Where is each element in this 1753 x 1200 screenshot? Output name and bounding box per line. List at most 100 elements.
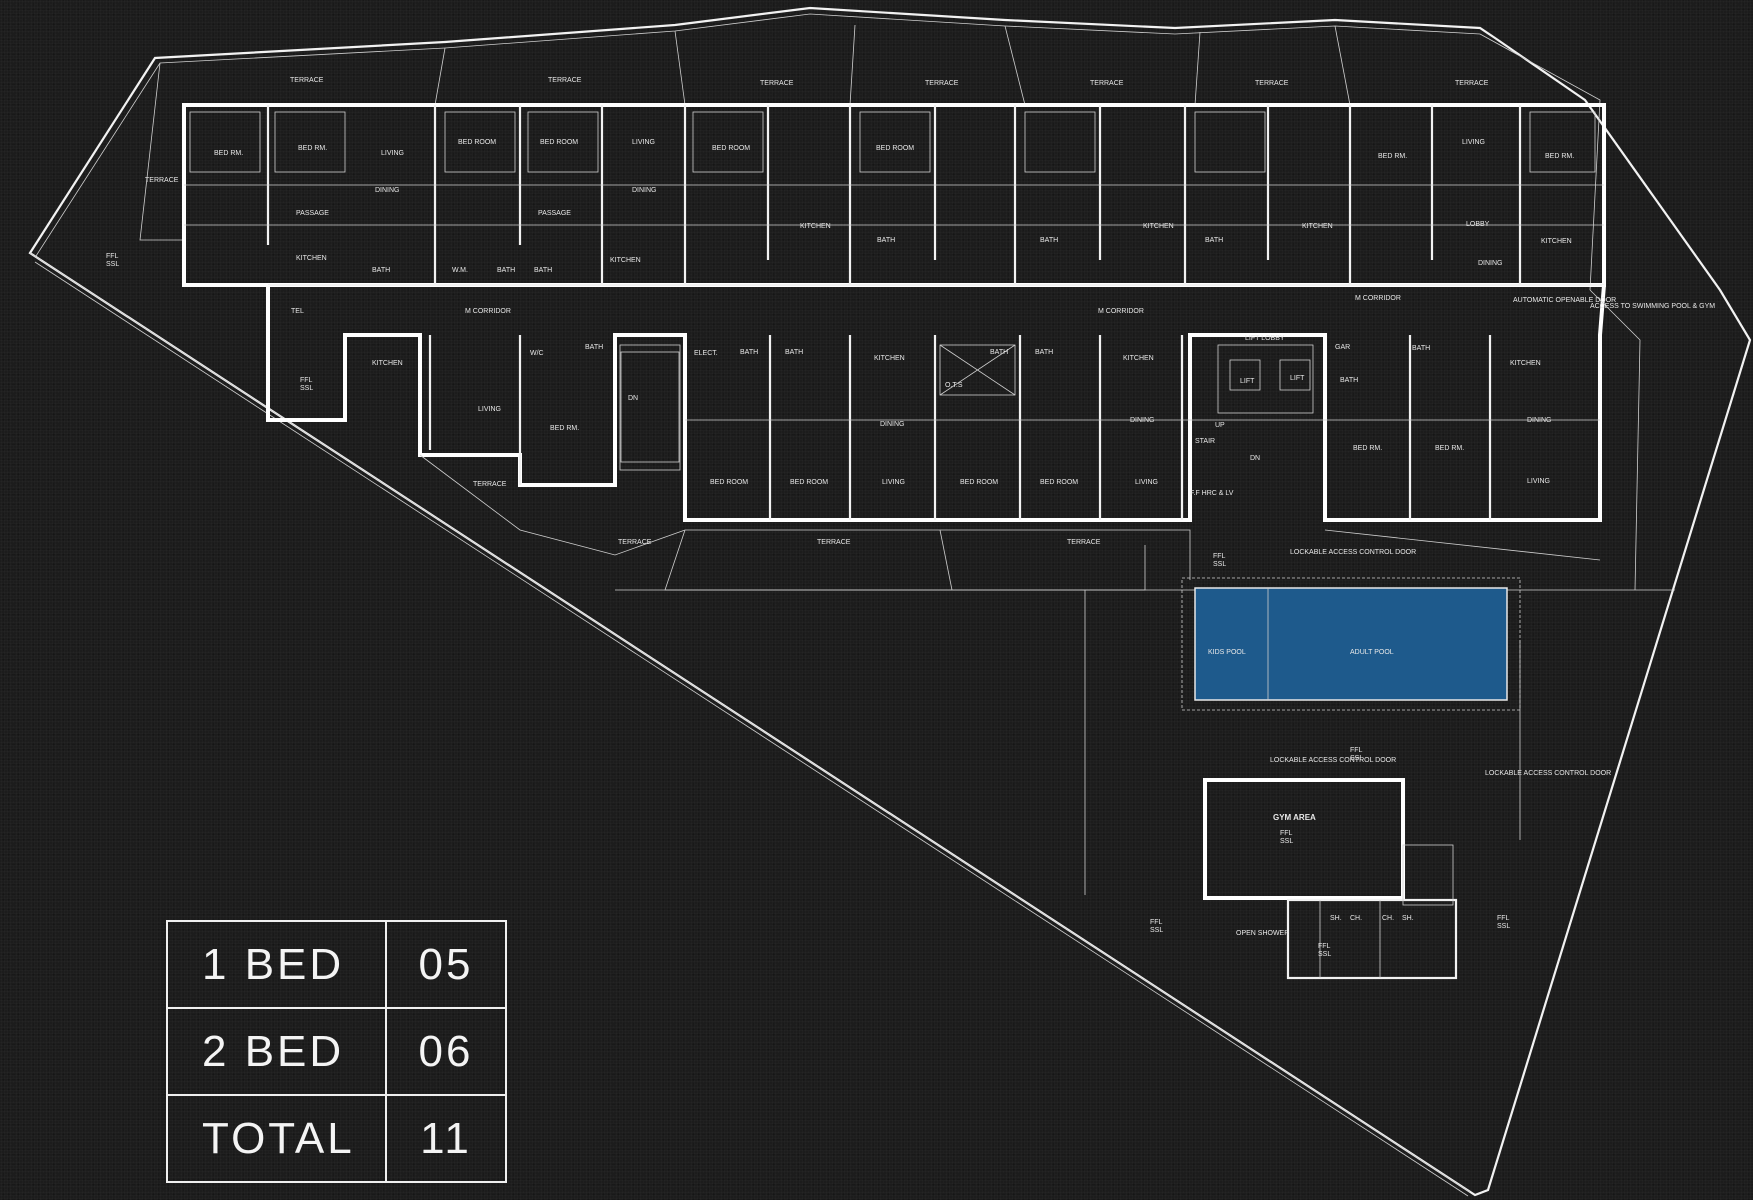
room-label: LIFT <box>1240 378 1255 385</box>
unit-total-label: TOTAL <box>166 1094 387 1183</box>
open-shower-label: OPEN SHOWER <box>1236 930 1289 937</box>
terrace-label: TERRACE <box>817 539 851 546</box>
room-label: KITCHEN <box>1541 238 1572 245</box>
room-label: BED ROOM <box>458 139 496 146</box>
room-label: LIFT LOBBY <box>1245 335 1285 342</box>
adult-pool-label: ADULT POOL <box>1350 649 1394 656</box>
terrace-label: TERRACE <box>1255 80 1289 87</box>
room-label: STAIR <box>1195 438 1215 445</box>
room-label: KITCHEN <box>1143 223 1174 230</box>
annotations: AUTOMATIC OPENABLE DOOR ACCESS TO SWIMMI… <box>106 253 1715 958</box>
room-label: KITCHEN <box>372 360 403 367</box>
terrace-label: TERRACE <box>925 80 959 87</box>
stair-dn: DN <box>1250 455 1260 462</box>
level-mark: SSL <box>1213 561 1226 568</box>
level-mark: SSL <box>1350 755 1363 762</box>
room-label: DINING <box>1130 417 1155 424</box>
corridor-label: M CORRIDOR <box>1355 295 1401 302</box>
unit-count-value: 05 <box>385 920 507 1009</box>
table-row: TOTAL 11 <box>166 1094 507 1183</box>
kids-pool-label: KIDS POOL <box>1208 649 1246 656</box>
room-label: BATH <box>990 349 1008 356</box>
unit-count-table: 1 BED 05 2 BED 06 TOTAL 11 <box>166 920 507 1183</box>
top-terraces: TERRACE TERRACE TERRACE TERRACE TERRACE … <box>139 24 1601 291</box>
room-label: BED ROOM <box>712 145 750 152</box>
room-label: BED ROOM <box>1040 479 1078 486</box>
room-label: KITCHEN <box>800 223 831 230</box>
unit-type-label: 1 BED <box>166 920 387 1009</box>
room-label: LOBBY <box>1466 221 1490 228</box>
note-access-pool-gym: ACCESS TO SWIMMING POOL & GYM <box>1590 303 1715 310</box>
room-label: KITCHEN <box>1123 355 1154 362</box>
room-label: PASSAGE <box>296 210 329 217</box>
room-label: BED ROOM <box>710 479 748 486</box>
note-lockable-door: LOCKABLE ACCESS CONTROL DOOR <box>1270 757 1396 764</box>
terrace-label: TERRACE <box>1090 80 1124 87</box>
level-mark: SSL <box>1280 838 1293 845</box>
room-label: BATH <box>1340 377 1358 384</box>
room-label: SH. <box>1330 915 1342 922</box>
room-label: BED ROOM <box>540 139 578 146</box>
level-mark: FFL <box>1150 919 1163 926</box>
level-mark: FFL <box>1497 915 1510 922</box>
level-mark: FFL <box>106 253 119 260</box>
terrace-label: TERRACE <box>145 177 179 184</box>
level-mark: SSL <box>1150 927 1163 934</box>
room-label: BATH <box>1412 345 1430 352</box>
room-label: LIFT <box>1290 375 1305 382</box>
room-label: LIVING <box>632 139 655 146</box>
room-label: BATH <box>534 267 552 274</box>
room-label: DINING <box>1527 417 1552 424</box>
south-apartments: TEL KITCHEN LIVING BED RM. BATH W/C DN E… <box>266 284 1606 522</box>
room-label: LIVING <box>1135 479 1158 486</box>
room-label: SH. <box>1402 915 1414 922</box>
note-lockable-door: LOCKABLE ACCESS CONTROL DOOR <box>1485 770 1611 777</box>
room-label: BATH <box>585 344 603 351</box>
room-label: BED RM. <box>1378 153 1407 160</box>
room-label: BED RM. <box>550 425 579 432</box>
stair-up: UP <box>1215 422 1225 429</box>
room-label: BATH <box>372 267 390 274</box>
room-label: W.M. <box>452 267 468 274</box>
room-label: KITCHEN <box>1302 223 1333 230</box>
room-label: BATH <box>1205 237 1223 244</box>
room-label: DINING <box>880 421 905 428</box>
note-automatic-door: AUTOMATIC OPENABLE DOOR <box>1513 297 1616 304</box>
north-apartments: BED RM. BED RM. LIVING DINING PASSAGE BE… <box>182 103 1606 315</box>
note-lockable-door: LOCKABLE ACCESS CONTROL DOOR <box>1290 549 1416 556</box>
room-label: BED RM. <box>1353 445 1382 452</box>
level-mark: FFL <box>1213 553 1226 560</box>
corridor-label: M CORRIDOR <box>1098 308 1144 315</box>
room-label: DINING <box>632 187 657 194</box>
corridor-label: M CORRIDOR <box>465 308 511 315</box>
unit-count-value: 06 <box>385 1007 507 1096</box>
room-label: BED ROOM <box>960 479 998 486</box>
swimming-pool: KIDS POOL ADULT POOL <box>1181 577 1521 711</box>
level-mark: FFL <box>1350 747 1363 754</box>
room-label: W/C <box>530 350 544 357</box>
room-label: F.F HRC & LV <box>1190 490 1234 497</box>
unit-type-label: 2 BED <box>166 1007 387 1096</box>
room-label: KITCHEN <box>1510 360 1541 367</box>
table-row: 2 BED 06 <box>166 1007 507 1096</box>
room-label: BATH <box>1035 349 1053 356</box>
room-label: TEL <box>291 308 304 315</box>
room-label: DINING <box>1478 260 1503 267</box>
room-label: BATH <box>740 349 758 356</box>
room-label: LIVING <box>1462 139 1485 146</box>
room-label: BATH <box>785 349 803 356</box>
room-label: BED RM. <box>1545 153 1574 160</box>
room-label: LIVING <box>381 150 404 157</box>
room-label: DINING <box>375 187 400 194</box>
room-label: CH. <box>1350 915 1362 922</box>
room-label: BED ROOM <box>876 145 914 152</box>
south-terraces: TERRACE TERRACE TERRACE TERRACE <box>419 289 1675 591</box>
room-label: LIVING <box>1527 478 1550 485</box>
room-label: KITCHEN <box>874 355 905 362</box>
room-label: LIVING <box>882 479 905 486</box>
room-label: BATH <box>1040 237 1058 244</box>
level-mark: SSL <box>300 385 313 392</box>
level-mark: SSL <box>106 261 119 268</box>
level-mark: FFL <box>300 377 313 384</box>
terrace-label: TERRACE <box>473 481 507 488</box>
